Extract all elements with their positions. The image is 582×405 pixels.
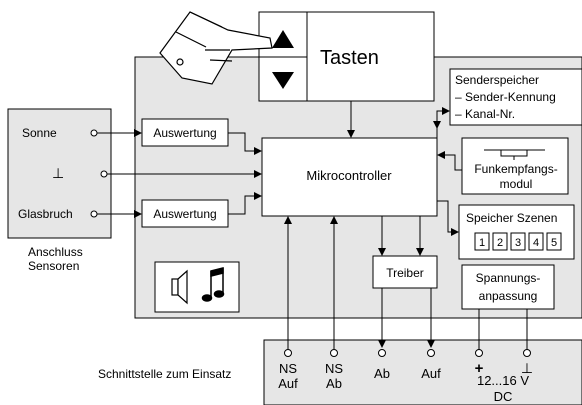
radio-module-line1: Funkempfangs- (474, 162, 557, 176)
scene-slot-4[interactable] (528, 232, 544, 251)
scene-slot-5-label: 5 (551, 237, 557, 249)
sensor-sun-terminal (90, 129, 98, 137)
sender-memory-item2: – Kanal-Nr. (455, 107, 515, 121)
sensor-caption-line1: Anschluss (28, 245, 83, 259)
hand-pointer-icon (159, 11, 273, 85)
power-adapter-line1: Spannungs- (476, 271, 541, 285)
antenna-icon (484, 149, 545, 160)
pin-ns-down-line1: NS (325, 361, 343, 376)
pin-ground-label: ⊥ (521, 360, 533, 376)
driver-label: Treiber (386, 266, 424, 280)
scene-slot-2-label: 2 (497, 237, 503, 249)
scene-memory-title: Speicher Szenen (466, 211, 557, 225)
interface-caption: Schnittstelle zum Einsatz (98, 367, 231, 381)
scene-slot-5[interactable] (546, 232, 562, 251)
music-note-icon (201, 267, 225, 302)
connections (97, 101, 528, 350)
scene-slot-2[interactable] (492, 232, 508, 251)
sensor-glass-terminal (90, 210, 98, 218)
pin-plus-label: + (475, 360, 484, 377)
evaluation-block-top (141, 118, 229, 147)
pin-up-label: Auf (421, 366, 441, 381)
microcontroller-block (261, 137, 438, 217)
terminal-ns-up[interactable] (284, 349, 292, 357)
interface-terminals (284, 349, 531, 357)
driver-block (372, 255, 438, 289)
sender-memory-block (449, 68, 582, 126)
evaluation-bottom-label: Auswertung (153, 207, 216, 221)
arrow-down-icon[interactable] (272, 72, 294, 89)
sensor-ground-label: ⊥ (52, 165, 64, 181)
terminal-plus[interactable] (475, 349, 483, 357)
pin-down-label: Ab (374, 366, 390, 381)
sensor-caption-line2: Sensoren (28, 259, 79, 273)
scene-slots: 1 2 3 4 5 (474, 232, 562, 251)
sensor-ground-terminal (100, 170, 108, 178)
terminal-ns-down[interactable] (330, 349, 338, 357)
pin-voltage-line2: DC (494, 389, 513, 404)
terminal-ground[interactable] (523, 349, 531, 357)
arrow-up-icon[interactable] (272, 30, 294, 48)
sender-memory-item1: – Sender-Kennung (455, 90, 556, 104)
power-adapter-block (461, 264, 555, 310)
scene-slot-4-label: 4 (533, 237, 539, 249)
pin-ns-up-line2: Auf (278, 376, 298, 391)
pin-ns-up-line1: NS (279, 361, 297, 376)
scene-slot-3[interactable] (510, 232, 526, 251)
sensor-sun-label: Sonne (22, 126, 57, 140)
scene-slot-3-label: 3 (515, 237, 521, 249)
scene-slot-1-label: 1 (479, 237, 485, 249)
keys-label: Tasten (320, 47, 379, 69)
terminal-down[interactable] (378, 349, 386, 357)
terminal-up[interactable] (427, 349, 435, 357)
sender-memory-title: Senderspeicher (455, 73, 539, 87)
scene-slot-1[interactable] (474, 232, 490, 251)
radio-module-line2: modul (500, 177, 533, 191)
sensor-glass-label: Glasbruch (18, 207, 73, 221)
evaluation-top-label: Auswertung (153, 126, 216, 140)
pin-ns-down-line2: Ab (326, 376, 342, 391)
pin-voltage-line1: 12...16 V (477, 373, 529, 388)
radio-module-block (461, 137, 569, 195)
audio-block (154, 261, 240, 313)
microcontroller-label: Mikrocontroller (306, 168, 392, 183)
speaker-icon (171, 269, 188, 305)
power-adapter-line2: anpassung (479, 289, 538, 303)
